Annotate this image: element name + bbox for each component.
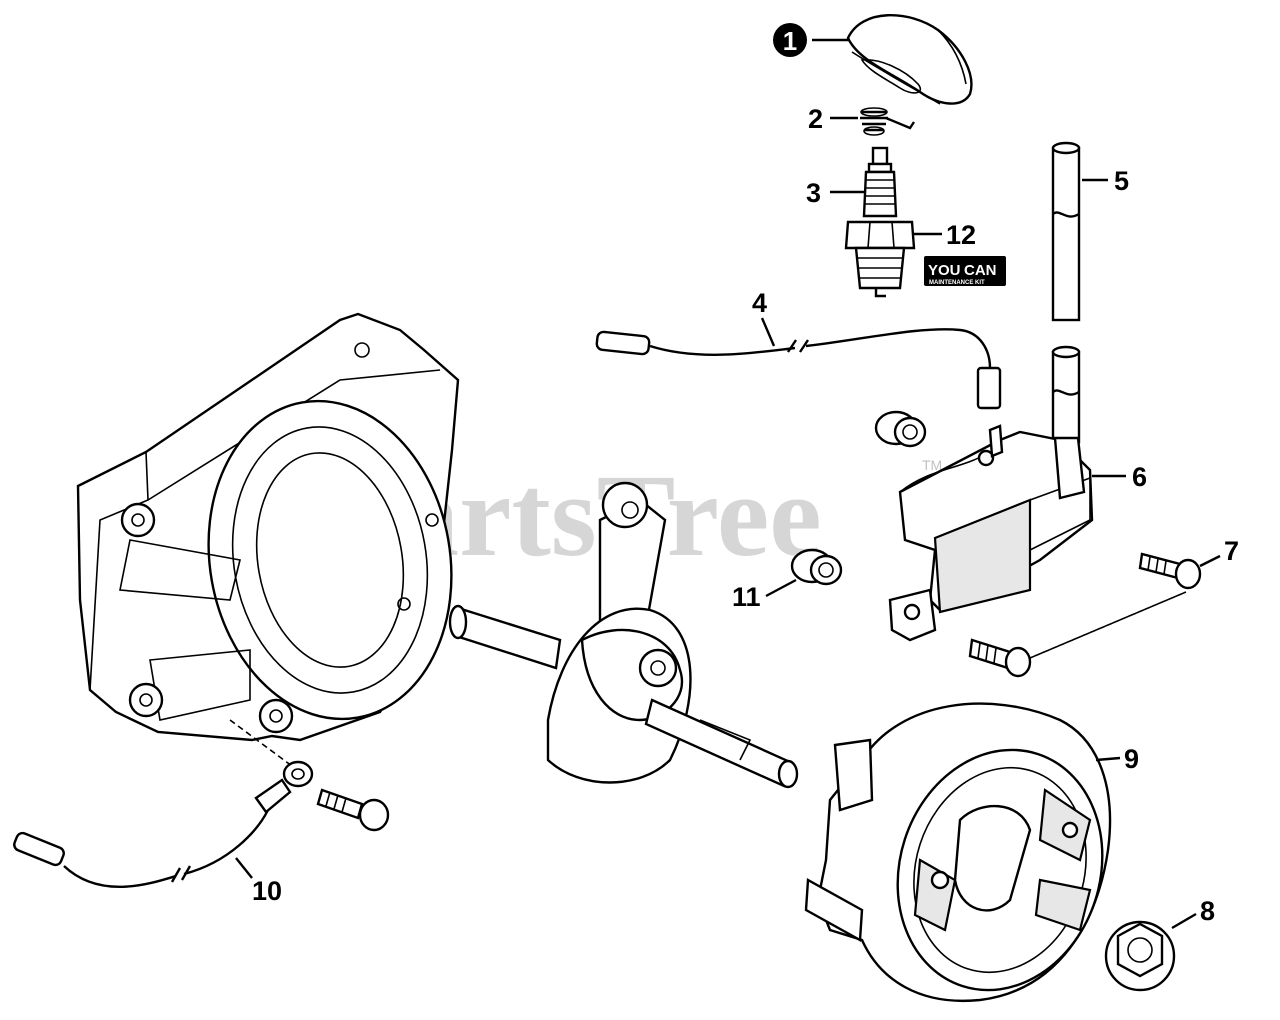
callout-5[interactable]: 5 bbox=[1114, 166, 1129, 196]
stop-wire-part[interactable] bbox=[595, 328, 1002, 410]
spring-part[interactable] bbox=[860, 107, 915, 136]
callout-labels: 1 2 3 4 5 6 7 8 9 10 11 12 bbox=[252, 23, 1239, 926]
callout-8[interactable]: 8 bbox=[1200, 896, 1215, 926]
crankshaft-part[interactable] bbox=[448, 481, 799, 789]
callout-6[interactable]: 6 bbox=[1132, 462, 1147, 492]
ignition-lead-part[interactable] bbox=[1051, 141, 1081, 444]
bolt-part[interactable] bbox=[968, 552, 1202, 678]
ignition-coil-part[interactable] bbox=[888, 424, 1094, 642]
badge-can: CAN bbox=[964, 262, 997, 279]
callout-3[interactable]: 3 bbox=[806, 178, 821, 208]
crankcase-part[interactable] bbox=[76, 312, 476, 773]
callout-1-badge bbox=[773, 23, 807, 57]
callout-7[interactable]: 7 bbox=[1224, 536, 1239, 566]
maintenance-kit-badge: YOU CAN MAINTENANCE KIT bbox=[924, 256, 1006, 286]
spark-plug-boot-part[interactable] bbox=[846, 14, 973, 105]
callout-1[interactable]: 1 bbox=[783, 26, 797, 56]
flywheel-part[interactable] bbox=[804, 702, 1133, 1015]
ground-wire-part[interactable] bbox=[12, 760, 314, 888]
watermark-tm: TM bbox=[922, 457, 942, 473]
ground-screw-part[interactable] bbox=[316, 788, 390, 832]
callout-12[interactable]: 12 bbox=[946, 220, 976, 250]
callout-4[interactable]: 4 bbox=[752, 288, 767, 318]
flange-nut-part[interactable] bbox=[1104, 920, 1176, 992]
leader-lines bbox=[235, 38, 1221, 930]
callout-11[interactable]: 11 bbox=[732, 582, 761, 612]
callout-10[interactable]: 10 bbox=[252, 876, 282, 906]
callout-2[interactable]: 2 bbox=[808, 104, 823, 134]
badge-you: YOU bbox=[928, 262, 961, 279]
grommet-part[interactable] bbox=[790, 410, 927, 586]
callout-9[interactable]: 9 bbox=[1124, 744, 1139, 774]
badge-maintenance-kit: MAINTENANCE KIT bbox=[929, 280, 985, 286]
spark-plug-part[interactable] bbox=[844, 146, 916, 298]
